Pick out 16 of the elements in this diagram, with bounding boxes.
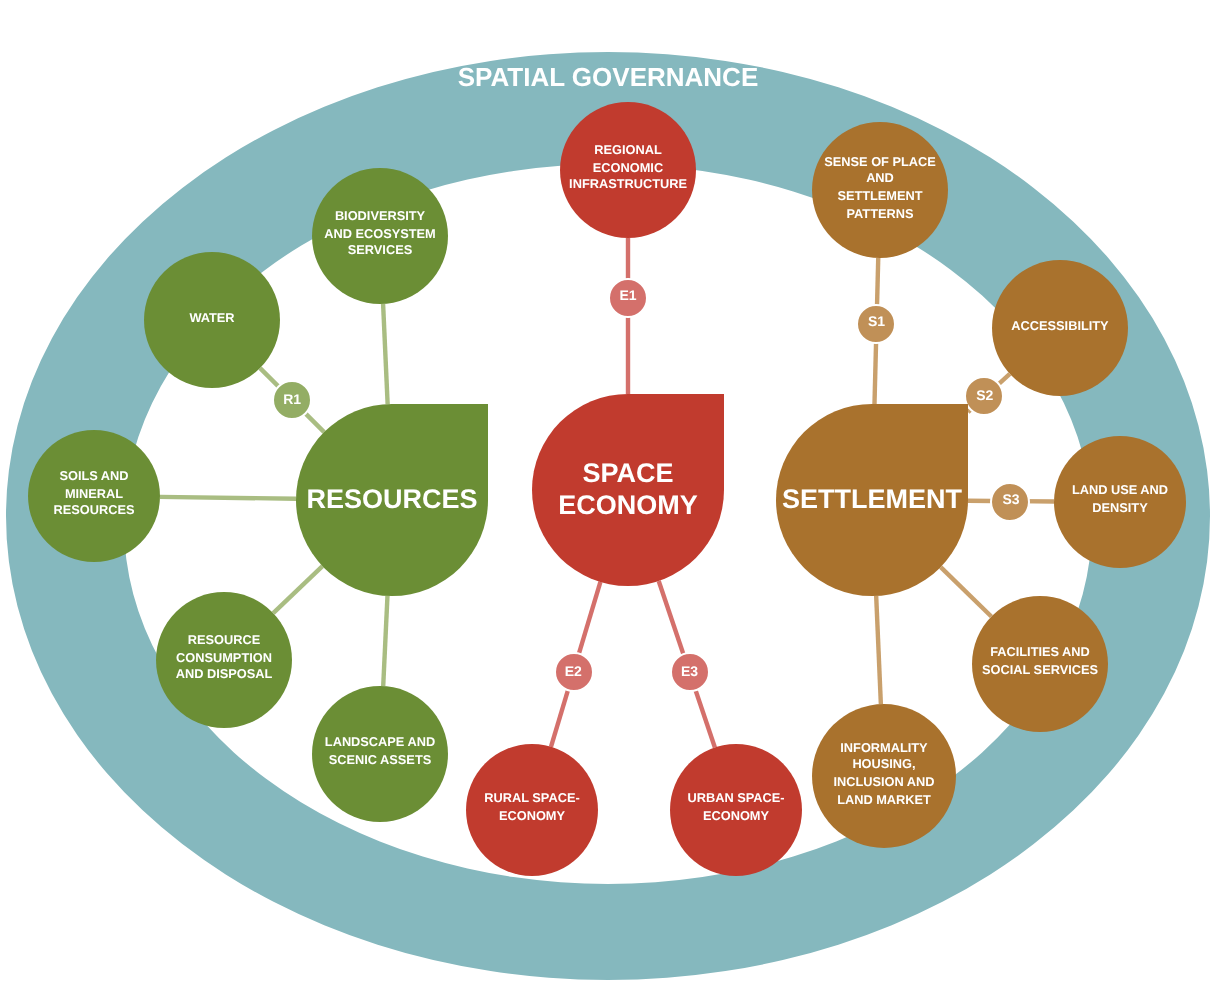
connector-line: [872, 257, 881, 405]
ring-title: SPATIAL GOVERNANCE: [457, 62, 759, 92]
connector-line: [656, 580, 717, 749]
connector-line: [873, 595, 884, 705]
connector-line: [625, 238, 631, 394]
connector-line: [548, 581, 603, 748]
connector-line: [381, 595, 390, 687]
theme-teardrop: RESOURCES: [296, 404, 488, 596]
connector-line: [159, 494, 297, 501]
theme-teardrop: SPACE ECONOMY: [532, 394, 724, 586]
connector-line: [380, 303, 390, 405]
connector-line: [258, 366, 326, 434]
governance-ring: [6, 52, 1210, 980]
connector-line: [271, 564, 324, 615]
theme-teardrop: SETTLEMENT: [776, 404, 968, 596]
connector-line: [939, 565, 993, 619]
